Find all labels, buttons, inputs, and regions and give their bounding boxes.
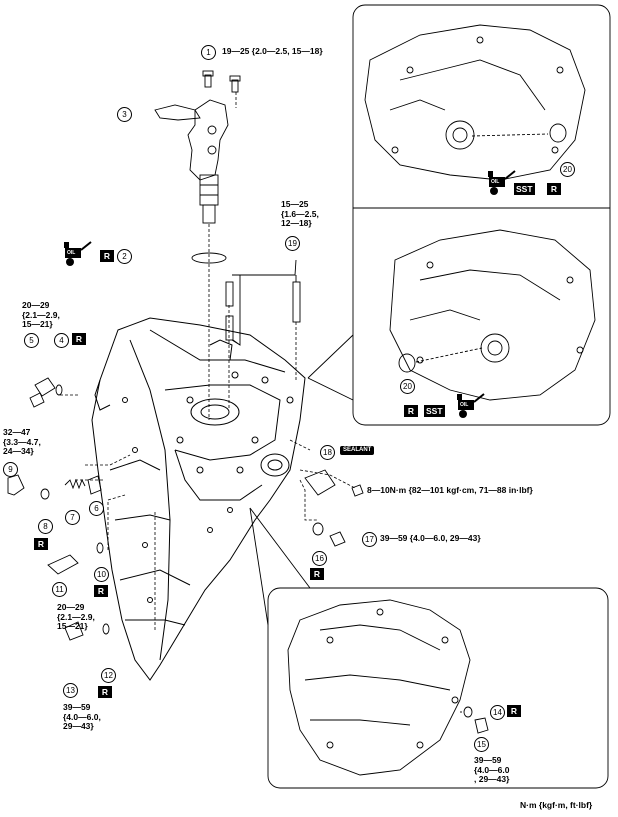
plug-13 xyxy=(64,621,84,641)
torque-label-5: 20—29 {2.1—2.9, 15—21} xyxy=(22,300,60,329)
callout-13: 13 xyxy=(63,683,78,698)
callout-3: 3 xyxy=(117,107,132,122)
sealant-icon: SEALANT xyxy=(340,446,375,455)
oil-can-icon: OIL xyxy=(455,392,485,418)
torque-label-11: 20—29 {2.1—2.9, 15—21} xyxy=(57,602,95,631)
washer-16 xyxy=(312,522,324,536)
switch-11 xyxy=(47,554,79,575)
clutch-housing-a xyxy=(364,24,586,181)
torque-label-17: 39—59 {4.0—6.0, 29—43} xyxy=(380,533,481,543)
callout-9: 9 xyxy=(3,462,18,477)
replace-badge: R xyxy=(547,183,561,195)
replace-badge: R xyxy=(34,538,48,550)
replace-badge: R xyxy=(100,250,114,262)
callout-4: 4 xyxy=(54,333,69,348)
clutch-housing-b xyxy=(389,229,596,401)
replace-badge: R xyxy=(404,405,418,417)
oil-can-label: OIL xyxy=(491,179,500,185)
callout-14: 14 xyxy=(490,705,505,720)
knock-pin-c xyxy=(292,281,301,323)
callout-17: 17 xyxy=(362,532,377,547)
replace-badge: R xyxy=(94,585,108,597)
shift-control-assembly xyxy=(154,99,229,224)
replace-badge: R xyxy=(72,333,86,345)
knock-pin-a xyxy=(225,281,234,307)
transaxle-case-main xyxy=(91,317,306,681)
torque-label-9: 32—47 {3.3—4.7, 24—34} xyxy=(3,427,41,456)
callout-16: 16 xyxy=(312,551,327,566)
torque-label-1: 19—25 {2.0—2.5, 15—18} xyxy=(222,46,323,56)
torque-label-18: 8—10N·m {82—101 kgf·cm, 71—88 in·lbf} xyxy=(367,485,533,495)
callout-7: 7 xyxy=(65,510,80,525)
bolt-18 xyxy=(351,484,364,497)
washer-4 xyxy=(55,384,63,396)
replace-badge: R xyxy=(507,705,521,717)
sensor-5 xyxy=(29,377,56,408)
sst-badge: SST xyxy=(424,405,445,417)
plug-15 xyxy=(474,717,489,734)
callout-20a: 20 xyxy=(560,162,575,177)
callout-2: 2 xyxy=(117,249,132,264)
pin-6 xyxy=(87,475,102,495)
callout-5: 5 xyxy=(24,333,39,348)
transaxle-case-bottom xyxy=(287,599,471,776)
oil-seal-20a xyxy=(549,123,567,143)
torque-label-13: 39—59 {4.0—6.0, 29—43} xyxy=(63,702,101,731)
callout-1: 1 xyxy=(201,45,216,60)
replace-badge: R xyxy=(98,686,112,698)
callout-6: 6 xyxy=(89,501,104,516)
torque-label-19: 15—25 {1.6—2.5, 12—18} xyxy=(281,199,319,228)
replace-badge: R xyxy=(310,568,324,580)
oil-can-label: OIL xyxy=(460,402,469,408)
washer-10 xyxy=(96,542,104,554)
callout-18: 18 xyxy=(320,445,335,460)
o-ring-2 xyxy=(191,252,227,264)
inset-top-frame xyxy=(352,4,611,426)
knock-pin-b xyxy=(225,315,234,341)
callout-11: 11 xyxy=(52,582,67,597)
plug-17 xyxy=(329,531,346,547)
callout-20b: 20 xyxy=(400,379,415,394)
oil-can-label: OIL xyxy=(67,250,76,256)
oil-can-icon: OIL xyxy=(62,240,92,266)
units-note: N·m {kgf·m, ft·lbf} xyxy=(520,800,593,810)
torque-label-15: 39—59 {4.0—6.0 , 29—43} xyxy=(474,755,510,784)
sst-badge: SST xyxy=(514,183,535,195)
oil-can-icon: OIL xyxy=(486,169,516,195)
inset-bottom-frame xyxy=(267,587,609,789)
callout-8: 8 xyxy=(38,519,53,534)
washer-8 xyxy=(40,488,50,500)
washer-12 xyxy=(102,623,110,635)
washer-14 xyxy=(463,706,473,718)
plug-9 xyxy=(7,474,25,496)
callout-12: 12 xyxy=(101,668,116,683)
cover-18 xyxy=(304,469,336,496)
callout-10: 10 xyxy=(94,567,109,582)
spring-7 xyxy=(64,478,86,490)
oil-seal-20b xyxy=(398,353,416,373)
callout-15: 15 xyxy=(474,737,489,752)
bolts-1 xyxy=(202,70,241,93)
callout-19: 19 xyxy=(285,236,300,251)
